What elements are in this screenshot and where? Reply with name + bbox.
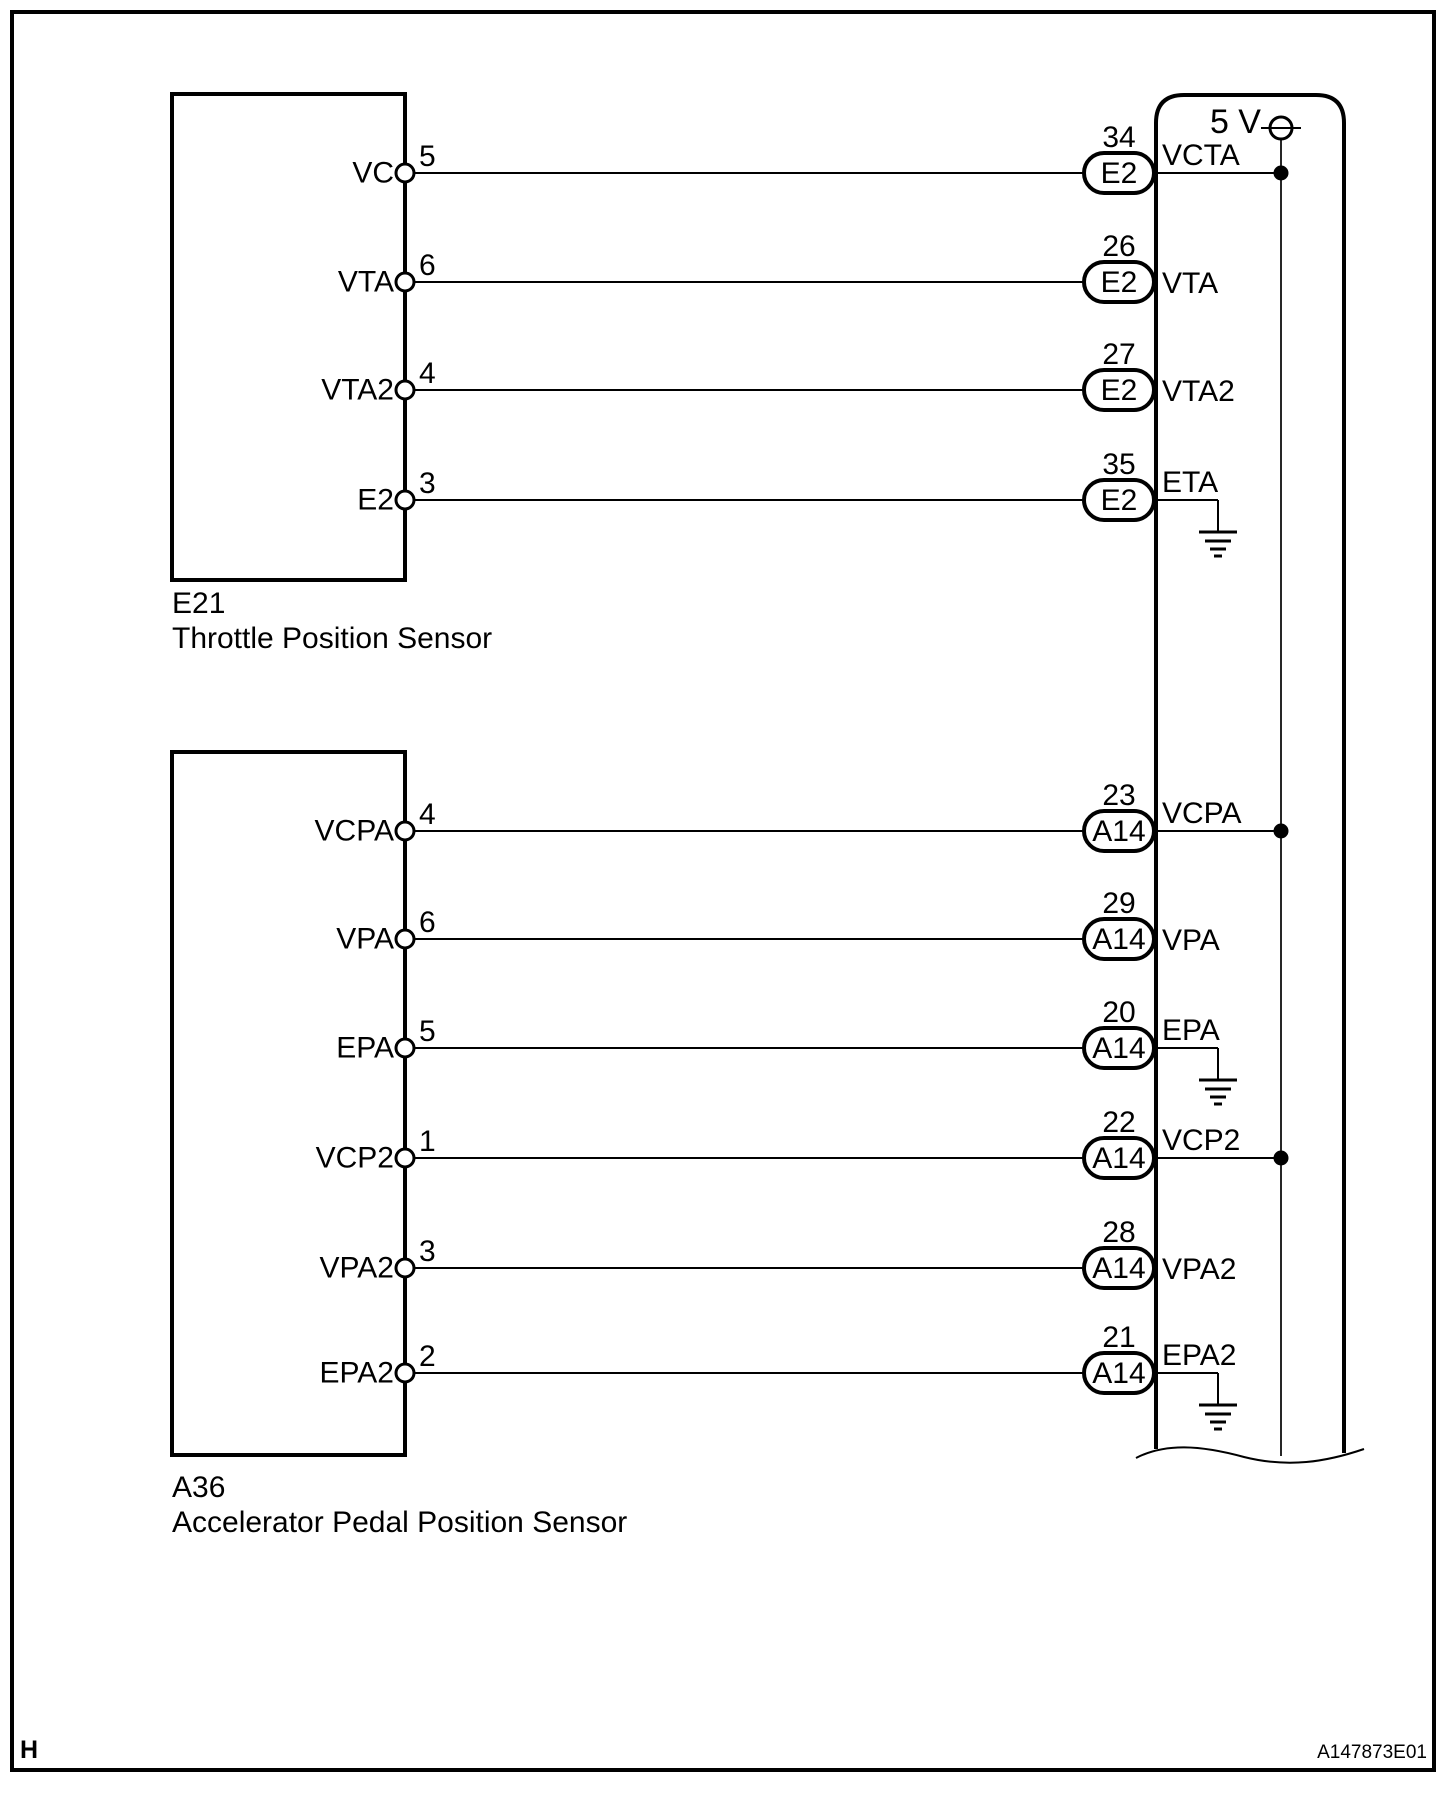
pin-label: VPA2 [320,1252,395,1285]
figure-id: A147873E01 [1317,1742,1427,1763]
terminal-number: 21 [1102,1321,1135,1354]
ecm-signal-label: VCTA [1162,139,1240,172]
ground-symbol [1197,1371,1239,1431]
pin-number: 6 [419,249,436,282]
ecm-signal-label: VPA2 [1162,1253,1237,1286]
pin-label: EPA [336,1032,394,1065]
pin-label: VTA [338,266,394,299]
ecm-signal-label: VTA [1162,267,1218,300]
connector-oval [1082,1246,1156,1290]
wiring-row-vcpa: VCPA 4 23 A14 VCPA [315,779,1289,853]
connector-code: A14 [1092,1142,1145,1175]
pin-terminal-icon [394,928,416,950]
connector-code: E2 [1101,157,1138,190]
power-5v-label: 5 V [1210,103,1261,141]
ecm-signal-label: VTA2 [1162,375,1235,408]
pin-number: 6 [419,906,436,939]
pin-number: 5 [419,140,436,173]
pin-label: VPA [336,923,394,956]
connector-oval [1082,1351,1156,1395]
pin-terminal-icon [394,1362,416,1384]
pin-label: VTA2 [321,374,394,407]
terminal-number: 34 [1102,121,1135,154]
ecm-signal-label: VCPA [1162,797,1241,830]
pin-label: VCP2 [316,1142,394,1175]
pin-number: 4 [419,357,436,390]
connector-code: A14 [1092,1032,1145,1065]
terminal-number: 23 [1102,779,1135,812]
junction-dot [1273,823,1289,839]
connector-code: E2 [1101,374,1138,407]
connector-oval [1082,917,1156,961]
ecm-box [1154,93,1346,1453]
wiring-row-epa2: EPA2 2 21 A14 EPA2 [320,1321,1239,1431]
sensor-code-label: A36 [172,1471,225,1504]
terminal-number: 26 [1102,230,1135,263]
wiring-row-epa: EPA 5 20 A14 EPA [336,996,1239,1106]
terminal-number: 27 [1102,338,1135,371]
connector-oval [1082,1026,1156,1070]
pin-terminal-icon [394,379,416,401]
pin-number: 3 [419,1235,436,1268]
connector-oval [1082,809,1156,853]
pin-terminal-icon [394,489,416,511]
ground-symbol [1197,1046,1239,1106]
pin-terminal-icon [394,1147,416,1169]
connector-code: E2 [1101,484,1138,517]
pin-number: 1 [419,1125,436,1158]
connector-code: A14 [1092,923,1145,956]
connector-code: E2 [1101,266,1138,299]
ecm-signal-label: EPA2 [1162,1339,1237,1372]
connector-oval [1082,151,1156,195]
pin-label: E2 [357,484,394,517]
junction-dot [1273,165,1289,181]
connector-code: A14 [1092,1357,1145,1390]
connector-code: A14 [1092,815,1145,848]
pin-number: 2 [419,1340,436,1373]
wiring-row-vta: VTA 6 26 E2 VTA [338,230,1218,304]
connector-oval [1082,368,1156,412]
pin-number: 3 [419,467,436,500]
connector-oval [1082,478,1156,522]
wiring-row-eta: E2 3 35 E2 ETA [357,448,1239,558]
pin-number: 5 [419,1015,436,1048]
accelerator-pedal-position-sensor-box [170,750,407,1457]
connector-oval [1082,1136,1156,1180]
connector-code: A14 [1092,1252,1145,1285]
pin-terminal-icon [394,1037,416,1059]
pin-label: VCPA [315,815,394,848]
page-marker: H [20,1736,38,1764]
wiring-row-vta2: VTA2 4 27 E2 VTA2 [321,338,1235,412]
connector-oval [1082,260,1156,304]
throttle-position-sensor-box [170,92,407,582]
pin-terminal-icon [394,820,416,842]
ecm-torn-edge [1135,1446,1365,1464]
pin-terminal-icon [394,1257,416,1279]
ecm-signal-label: VCP2 [1162,1124,1240,1157]
sensor-code-label: E21 [172,587,225,620]
pin-terminal-icon [394,271,416,293]
wiring-row-vpa: VPA 6 29 A14 VPA [336,887,1220,961]
terminal-number: 22 [1102,1106,1135,1139]
junction-dot [1273,1150,1289,1166]
terminal-number: 35 [1102,448,1135,481]
ecm-signal-label: VPA [1162,924,1220,957]
terminal-number: 29 [1102,887,1135,920]
wiring-row-vcta: VC 5 34 E2 VCTA [352,121,1289,195]
page-border [10,10,1436,1772]
pin-number: 4 [419,798,436,831]
pin-label: EPA2 [320,1357,395,1390]
pin-label: VC [352,157,394,190]
wiring-row-vcp2: VCP2 1 22 A14 VCP2 [316,1106,1289,1180]
wiring-row-vpa2: VPA2 3 28 A14 VPA2 [320,1216,1237,1290]
ground-symbol [1197,498,1239,558]
terminal-number: 20 [1102,996,1135,1029]
sensor-name-label: Throttle Position Sensor [172,622,492,655]
sensor-name-label: Accelerator Pedal Position Sensor [172,1506,627,1539]
pin-terminal-icon [394,162,416,184]
ecm-signal-label: ETA [1162,466,1218,499]
ecm-signal-label: EPA [1162,1014,1220,1047]
terminal-number: 28 [1102,1216,1135,1249]
